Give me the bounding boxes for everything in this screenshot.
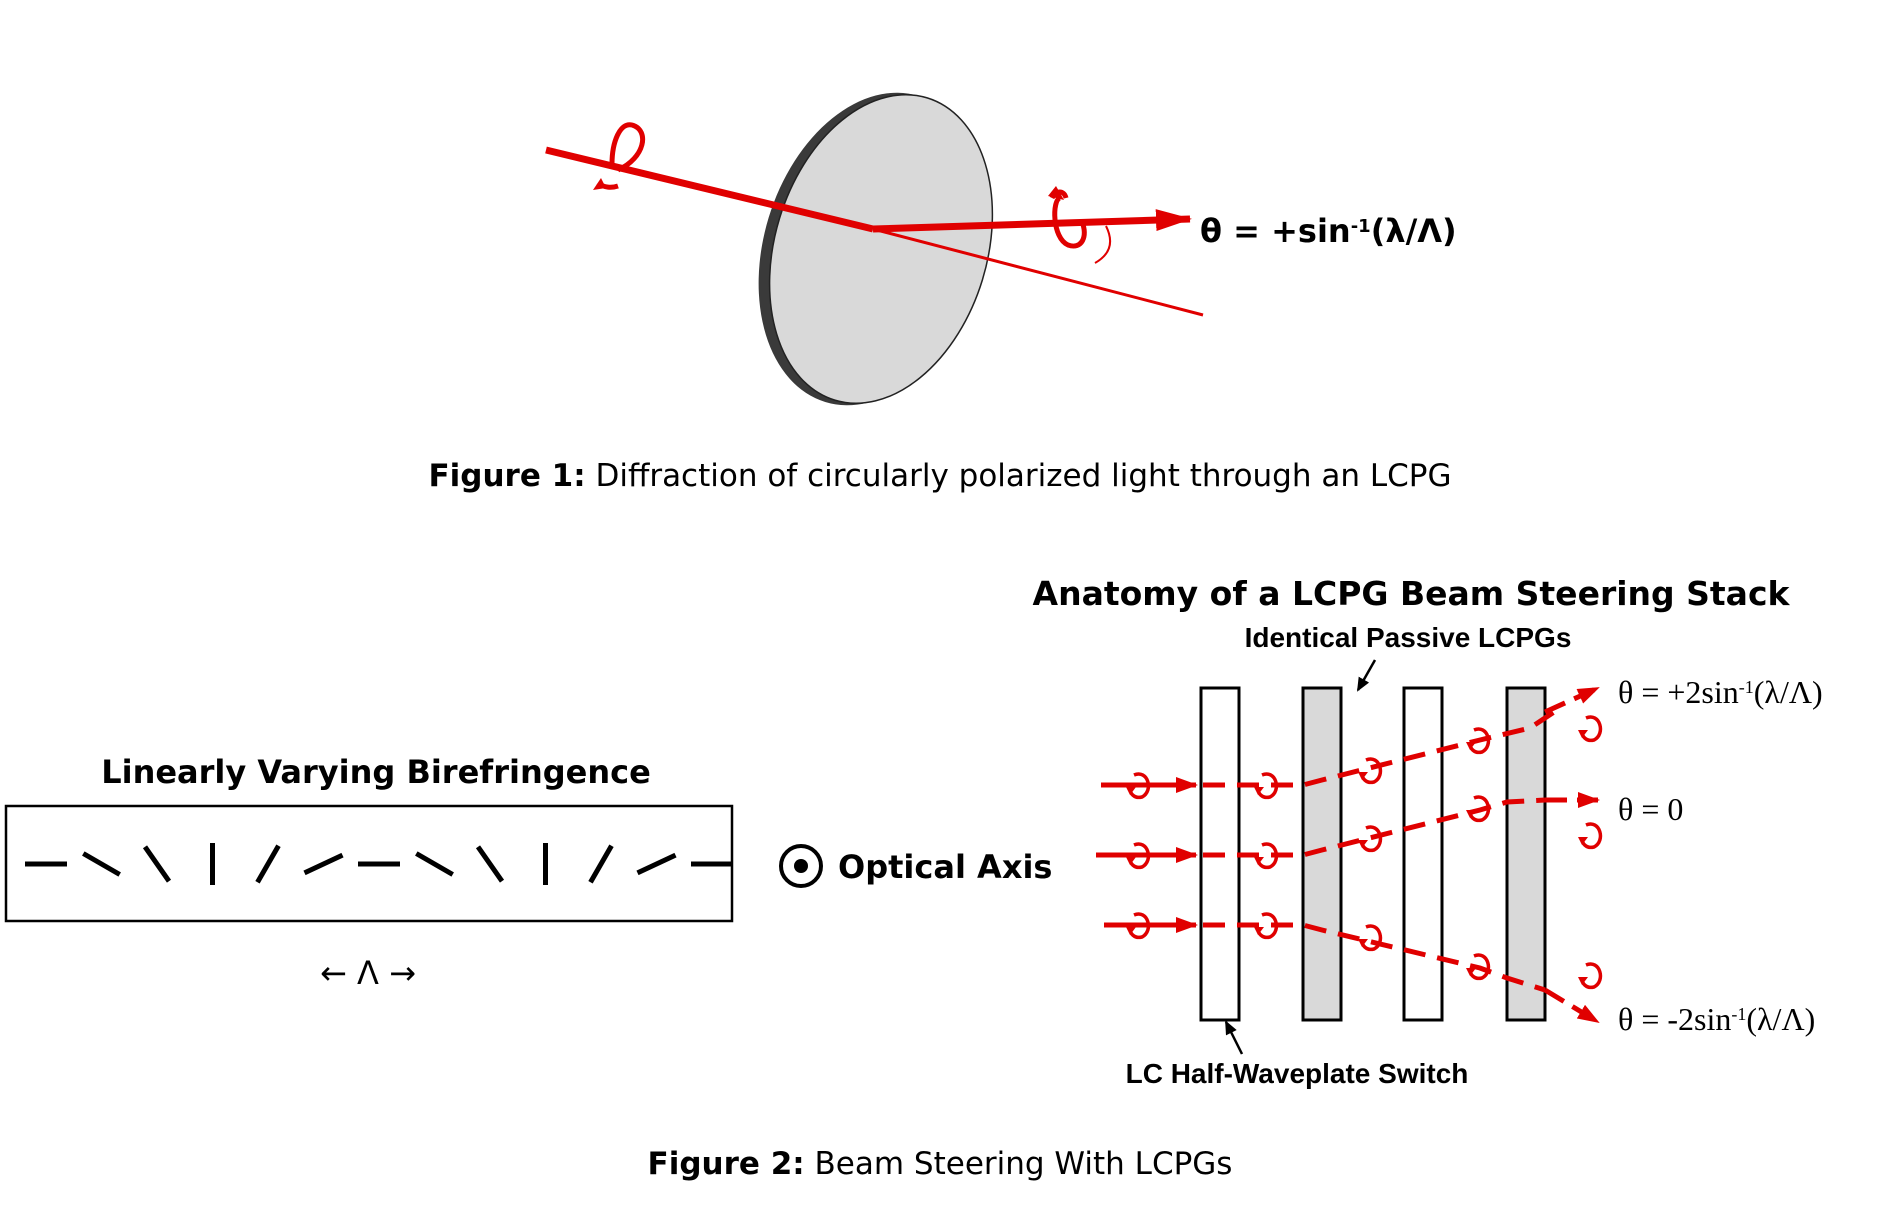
lc-molecule [303, 852, 344, 876]
output-beam-bot [1543, 987, 1600, 1025]
polarization-marker-arrow [1358, 939, 1368, 947]
stack-title: Anatomy of a LCPG Beam Steering Stack [1033, 574, 1791, 613]
output-beam-top [1543, 685, 1600, 715]
polarization-marker-arrow [1358, 840, 1368, 848]
lc-molecule-group [25, 843, 733, 885]
lcpg-disc [758, 92, 994, 406]
switch-label: LC Half-Waveplate Switch [1126, 1058, 1469, 1089]
stack-panel: Anatomy of a LCPG Beam Steering Stack Id… [1033, 574, 1823, 1089]
polarization-marker-arrow [1358, 772, 1368, 780]
polarization-marker [1360, 924, 1383, 952]
output-label-bot: θ = -2sin-1(λ/Λ) [1618, 1001, 1815, 1037]
birefringence-panel: Linearly Varying Birefringence ← Λ → [4, 753, 734, 992]
polarization-marker-arrow [1254, 857, 1264, 865]
passive-lcpg-label: Identical Passive LCPGs [1245, 622, 1572, 653]
beam-path-mid [1203, 797, 1546, 858]
polarization-marker-arrow [1466, 810, 1476, 818]
lcpg-plate-2 [1505, 686, 1547, 1022]
angle-arc [1094, 225, 1112, 264]
output-label-mid: θ = 0 [1618, 791, 1683, 827]
polarization-marker-arrow [1578, 977, 1588, 985]
switch-pointer [1224, 1020, 1244, 1055]
polarization-marker-arrow [1126, 857, 1136, 865]
polarization-marker-arrow [1126, 927, 1136, 935]
switch-plate-2 [1402, 686, 1444, 1022]
polarization-marker [1360, 757, 1383, 785]
polarization-marker [1580, 715, 1603, 743]
optical-axis-legend: Optical Axis [779, 844, 1052, 888]
lc-molecule [142, 845, 172, 883]
polarization-marker-arrow [1578, 730, 1588, 738]
polarization-out-icon [1048, 186, 1087, 249]
diffracted-beam [872, 209, 1192, 233]
polarization-marker-arrow [1466, 742, 1476, 750]
lc-molecule [588, 844, 614, 884]
lc-molecule [255, 844, 281, 884]
polarization-marker [1580, 962, 1603, 990]
polarization-marker-arrow [1126, 787, 1136, 795]
polarization-marker [1580, 822, 1603, 850]
figure-1: θ = +sin-1(λ/Λ) Figure 1: Diffraction of… [428, 92, 1457, 494]
lc-molecule [636, 852, 677, 876]
polarization-marker-arrow [1578, 837, 1588, 845]
polarization-in-icon [593, 122, 645, 190]
polarization-marker-arrow [1254, 927, 1264, 935]
reference-line [872, 227, 1204, 317]
beam-path-bot [1203, 922, 1546, 993]
period-label: ← Λ → [320, 954, 416, 992]
lc-molecule [82, 851, 121, 877]
birefringence-title: Linearly Varying Birefringence [101, 753, 651, 791]
lc-molecule [415, 851, 454, 877]
optical-axis-label: Optical Axis [838, 848, 1052, 886]
incident-beam [545, 146, 874, 233]
passive-pointer [1356, 659, 1377, 692]
polarization-marker-group [1126, 715, 1603, 990]
output-label-top: θ = +2sin-1(λ/Λ) [1618, 674, 1823, 710]
polarization-marker-arrow [1466, 968, 1476, 976]
fig2-caption: Figure 2: Beam Steering With LCPGs [648, 1146, 1233, 1182]
beam-path-top [1203, 705, 1562, 788]
fig1-caption: Figure 1: Diffraction of circularly pola… [428, 458, 1451, 494]
polarization-marker-arrow [1254, 787, 1264, 795]
fig1-angle-label: θ = +sin-1(λ/Λ) [1200, 212, 1457, 250]
lc-molecule [475, 845, 505, 883]
